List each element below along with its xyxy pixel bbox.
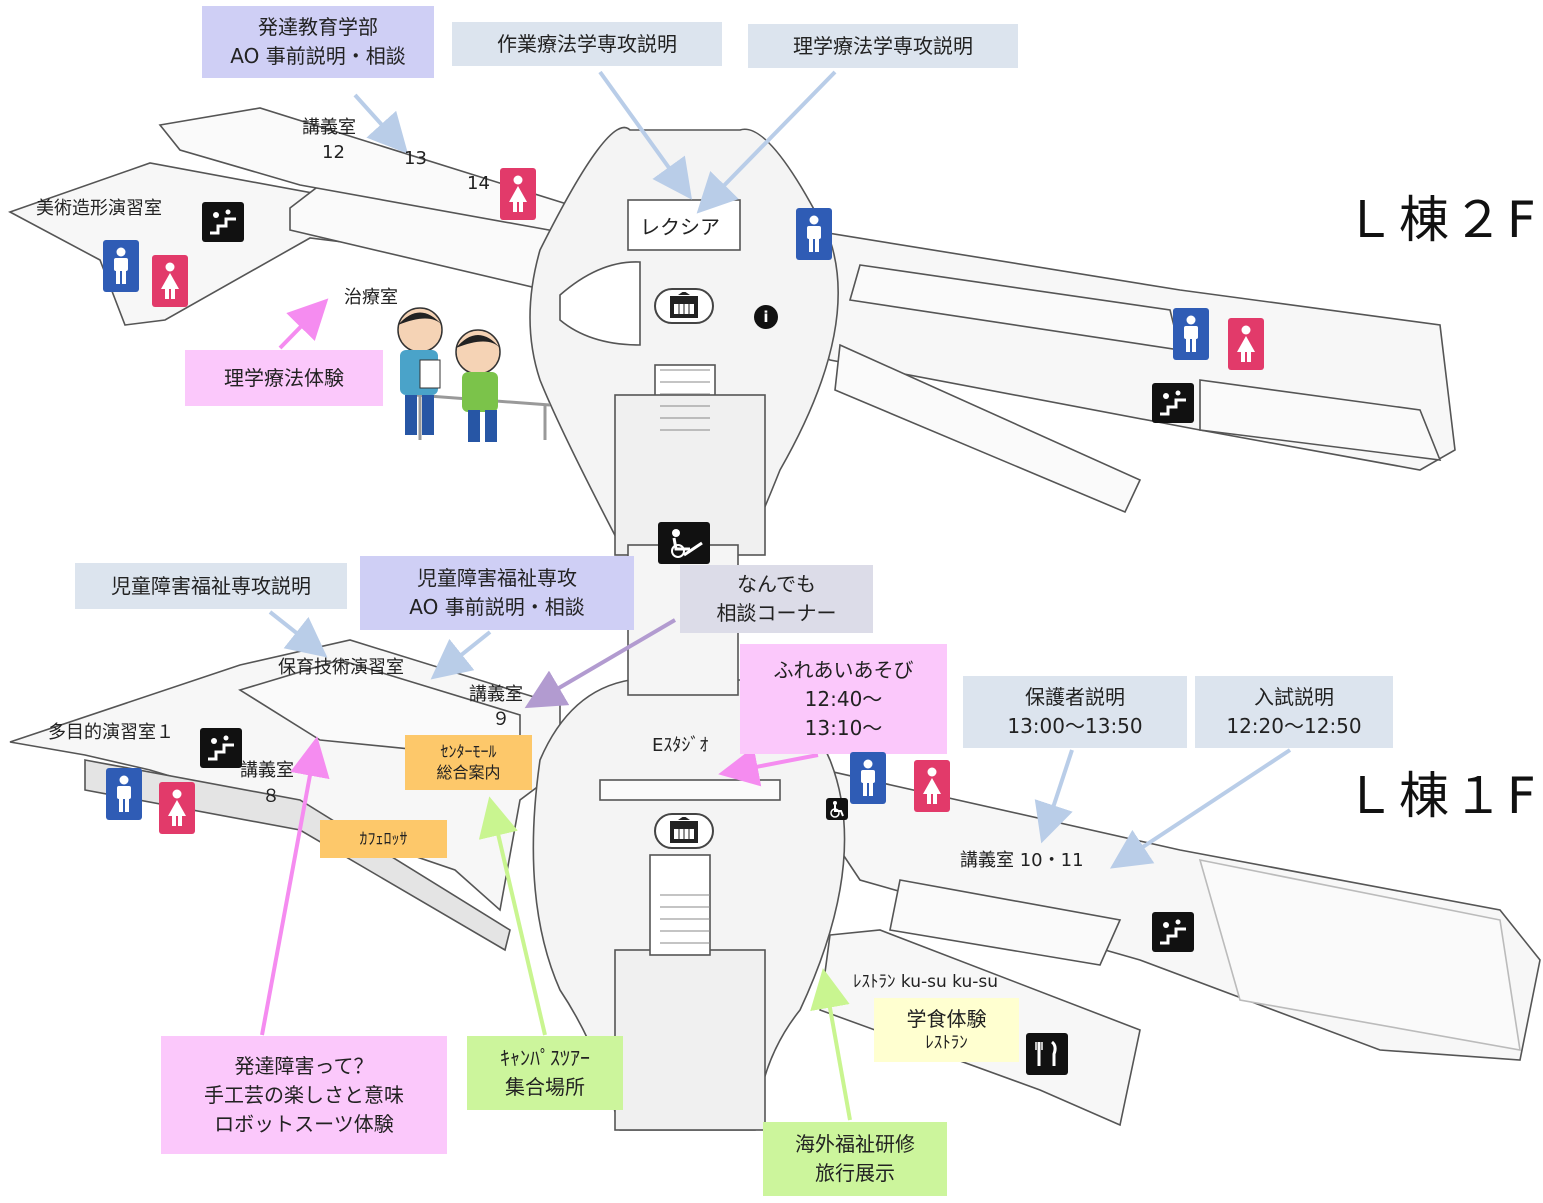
elevator-icon [654, 288, 714, 324]
callout-cafeteria-line2: ﾚｽﾄﾗﾝ [925, 1032, 968, 1053]
callout-ot-major: 作業療法学専攻説明 [452, 22, 722, 66]
male-restroom-icon [1173, 308, 1209, 360]
callout-ao-faculty-line2: AO 事前説明・相談 [230, 44, 406, 68]
room-10-11-label: 講義室 10・11 [960, 850, 1084, 871]
room-14-number: 14 [467, 173, 490, 194]
callout-campus-tour-line2: 集合場所 [505, 1075, 585, 1099]
upper-floor-plan [8, 107, 1456, 556]
callout-consult-line2: 相談コーナー [716, 601, 837, 625]
floor-title-1f: Ｌ棟１F [1345, 767, 1540, 825]
callout-dev-disorder-line1: 発達障害って？ [234, 1053, 374, 1078]
callout-guardian-line2: 13:00～13:50 [1007, 714, 1143, 738]
callout-dev-disorder-line3: ロボットスーツ体験 [214, 1111, 394, 1136]
room-12-number: 12 [322, 142, 345, 163]
callout-dev-disorder: 発達障害って？ 手工芸の楽しさと意味 ロボットスーツ体験 [161, 1036, 447, 1154]
room-9-number: ９ [492, 709, 510, 730]
male-restroom-icon [106, 768, 142, 820]
callout-center-mall-line1: ｾﾝﾀｰﾓｰﾙ [440, 741, 497, 761]
art-room-label: 美術造形演習室 [36, 198, 162, 219]
stairs-icon [202, 202, 244, 242]
lower-arrows [260, 610, 1292, 1121]
callout-ao-faculty-line1: 発達教育学部 [258, 15, 378, 39]
callout-pt-major: 理学療法学専攻説明 [748, 24, 1018, 68]
female-restroom-icon [159, 782, 195, 834]
restaurant-icon [1026, 1033, 1068, 1075]
callout-overseas: 海外福祉研修 旅行展示 [763, 1122, 947, 1196]
callout-dev-disorder-line2: 手工芸の楽しさと意味 [204, 1082, 404, 1107]
callout-child-welfare-ao-line1: 児童障害福祉専攻 [417, 566, 577, 590]
nursery-room-label: 保育技術演習室 [278, 657, 404, 678]
callout-fureai-line3: 13:10～ [804, 715, 883, 740]
floor-title-2f: Ｌ棟２F [1345, 191, 1540, 249]
upper-arrows [278, 70, 837, 350]
callout-guardian-line1: 保護者説明 [1025, 685, 1125, 709]
room-12-label: 講義室 [302, 117, 356, 138]
callout-entrance-exam-line1: 入試説明 [1254, 685, 1334, 709]
callout-cafeteria: 学食体験 ﾚｽﾄﾗﾝ [874, 998, 1019, 1062]
therapy-room-label: 治療室 [344, 287, 398, 308]
callout-fureai: ふれあいあそび 12:40～ 13:10～ [740, 644, 947, 754]
multi-room-label: 多目的演習室１ [48, 722, 174, 743]
callout-center-mall: ｾﾝﾀｰﾓｰﾙ 総合案内 [405, 735, 532, 790]
room-8-label: 講義室 [240, 760, 294, 781]
male-restroom-icon [103, 240, 139, 292]
callout-overseas-line2: 旅行展示 [815, 1161, 895, 1185]
callout-child-welfare-ao-line2: AO 事前説明・相談 [409, 595, 585, 619]
callout-child-welfare-ao: 児童障害福祉専攻 AO 事前説明・相談 [360, 556, 634, 630]
callout-pt-experience: 理学療法体験 [185, 350, 383, 406]
callout-center-mall-line2: 総合案内 [436, 762, 501, 782]
callout-cafeteria-line1: 学食体験 [906, 1006, 987, 1031]
stairs-drawing [660, 369, 710, 944]
room-9-label: 講義室 [469, 684, 523, 705]
female-restroom-icon [500, 168, 536, 220]
callout-guardian: 保護者説明 13:00～13:50 [963, 676, 1187, 748]
male-restroom-icon [850, 752, 886, 804]
callout-campus-tour: ｷｬﾝﾊﾟｽﾂｱｰ 集合場所 [467, 1036, 623, 1110]
restaurant-label: ﾚｽﾄﾗﾝ ku-su ku-su [853, 972, 999, 992]
elevator-icon [654, 813, 714, 849]
stairs-icon [1152, 383, 1194, 423]
room-8-number: ８ [262, 786, 280, 807]
callout-fureai-line1: ふれあいあそび [773, 657, 914, 682]
stairs-icon [200, 728, 242, 768]
callout-child-welfare: 児童障害福祉専攻説明 [75, 563, 347, 609]
e-studio-label: Eｽﾀｼﾞｵ [652, 735, 709, 756]
callout-entrance-exam: 入試説明 12:20～12:50 [1195, 676, 1393, 748]
stairs-icon [1152, 912, 1194, 952]
female-restroom-icon [914, 760, 950, 812]
callout-overseas-line1: 海外福祉研修 [795, 1132, 915, 1156]
male-restroom-icon [796, 208, 832, 260]
callout-ao-faculty: 発達教育学部 AO 事前説明・相談 [202, 6, 434, 78]
callout-entrance-exam-line2: 12:20～12:50 [1226, 714, 1362, 738]
callout-fureai-line2: 12:40～ [804, 686, 883, 711]
information-icon: i [754, 305, 778, 329]
therapy-illustration [397, 307, 551, 442]
accessible-restroom-icon [826, 798, 848, 820]
callout-consult: なんでも 相談コーナー [680, 565, 873, 633]
female-restroom-icon [152, 255, 188, 307]
lexia-label: レクシア [640, 215, 720, 239]
callout-consult-line1: なんでも [737, 572, 816, 596]
callout-cafe: ｶﾌｪﾛｯｻ [320, 820, 447, 858]
callout-campus-tour-line1: ｷｬﾝﾊﾟｽﾂｱｰ [500, 1046, 590, 1070]
female-restroom-icon [1228, 318, 1264, 370]
room-13-number: 13 [404, 148, 427, 169]
escalator-icon [658, 522, 710, 564]
